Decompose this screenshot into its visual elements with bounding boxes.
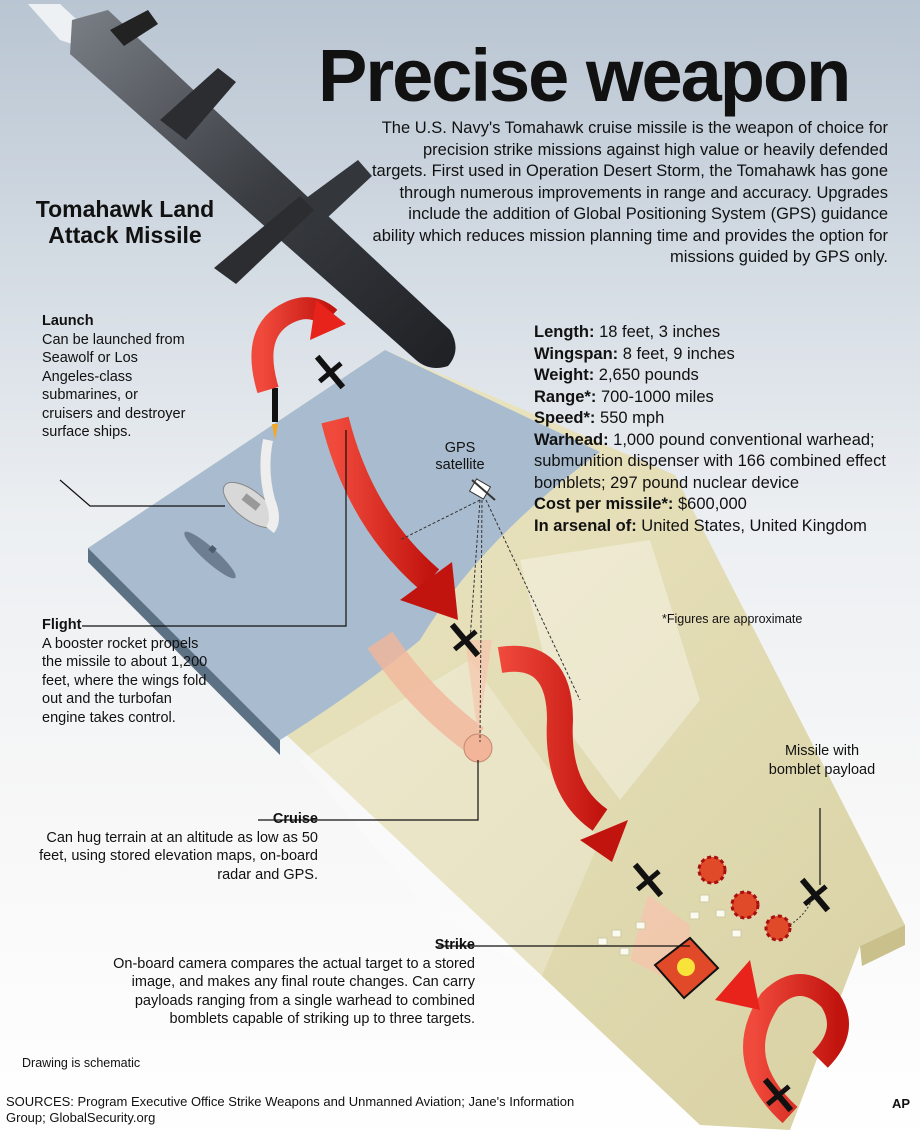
missile-name-heading: Tomahawk Land Attack Missile xyxy=(35,196,215,248)
gps-satellite-label: GPS satellite xyxy=(435,440,485,473)
spec-row-speed: Speed*: 550 mph xyxy=(534,409,665,427)
launch-callout: Launch Can be launched from Seawolf or L… xyxy=(42,312,192,442)
strike-target xyxy=(630,895,720,1000)
sea-surface xyxy=(88,350,600,740)
cruise-callout: Cruise Can hug terrain at an altitude as… xyxy=(18,810,318,884)
spec-row-weight: Weight: 2,650 pounds xyxy=(534,366,699,384)
bomblet-missile-label: Missile with bomblet payload xyxy=(768,743,876,778)
gps-satellite xyxy=(468,478,496,501)
spec-row-cost: Cost per missile*: $600,000 xyxy=(534,495,747,513)
leader-lines xyxy=(59,430,821,947)
strike-callout: Strike On-board camera compares the actu… xyxy=(100,936,475,1029)
strike-heading: Strike xyxy=(434,937,475,953)
cruise-text: Can hug terrain at an altitude as low as… xyxy=(39,829,318,883)
spec-row-length: Length: 18 feet, 3 inches xyxy=(534,323,721,341)
submarine xyxy=(184,531,236,579)
strike-text: On-board camera compares the actual targ… xyxy=(113,955,475,1028)
tomahawk-missile-illustration xyxy=(28,4,456,368)
spec-list: Length: 18 feet, 3 inches Wingspan: 8 fe… xyxy=(534,322,894,537)
schematic-note: Drawing is schematic xyxy=(22,1056,141,1070)
spec-row-arsenal: In arsenal of: United States, United Kin… xyxy=(534,516,867,535)
intro-paragraph: The U.S. Navy's Tomahawk cruise missile … xyxy=(371,119,888,266)
launch-heading: Launch xyxy=(42,313,94,329)
sources-credit: SOURCES: Program Executive Office Strike… xyxy=(6,1094,575,1125)
launching-missile xyxy=(260,388,279,534)
flight-text: A booster rocket propels the missile to … xyxy=(42,635,208,726)
ap-credit: AP xyxy=(892,1096,911,1111)
strike-arrow xyxy=(743,974,849,1124)
page-title: Precise weapon xyxy=(318,34,851,117)
spec-row-wingspan: Wingspan: 8 feet, 9 inches xyxy=(534,344,735,363)
flight-heading: Flight xyxy=(42,617,82,633)
launch-text: Can be launched from Seawolf or Los Ange… xyxy=(42,331,186,441)
cruise-heading: Cruise xyxy=(272,811,318,827)
flight-callout: Flight A booster rocket propels the miss… xyxy=(42,616,217,727)
flight-arrow xyxy=(321,416,440,591)
target-buildings xyxy=(597,894,742,956)
spec-row-warhead: Warhead: 1,000 pound conventional warhea… xyxy=(534,430,886,492)
bomblet-explosions xyxy=(697,855,813,942)
spec-row-range: Range*: 700-1000 miles xyxy=(534,387,714,406)
missile-icons xyxy=(314,354,831,1113)
cruise-arrow xyxy=(497,645,608,831)
figures-note: *Figures are approximate xyxy=(662,612,803,626)
